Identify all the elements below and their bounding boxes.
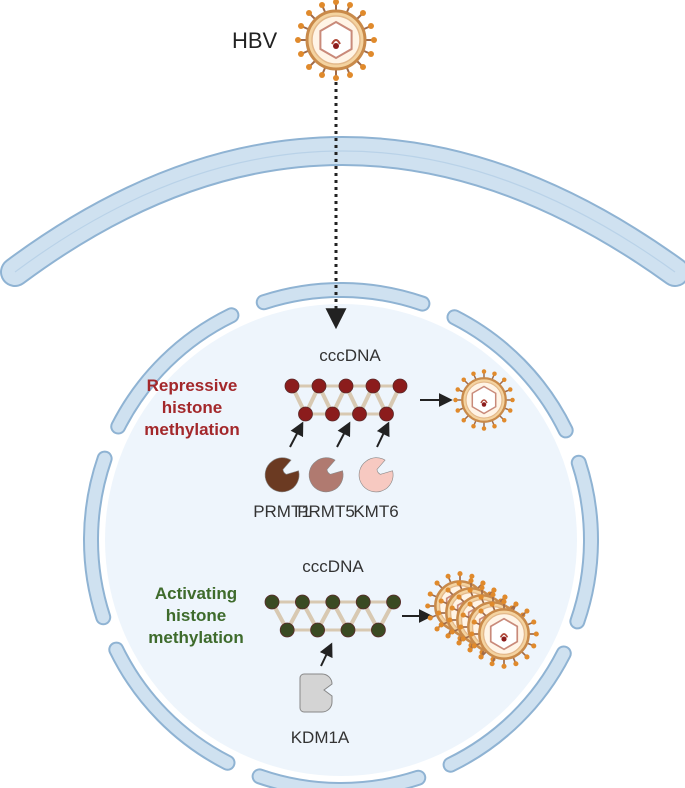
activating-title: Activating histone methylation	[148, 584, 243, 647]
enzyme-arrow	[336, 421, 351, 448]
activating-title-line-2: histone	[166, 606, 226, 625]
enzyme-icon	[299, 673, 333, 713]
cccdna-node	[311, 378, 327, 394]
envelope-segment-fill	[112, 309, 238, 433]
cccdna-node	[379, 406, 394, 422]
cccdna-node	[365, 378, 381, 394]
activating-title-line-1: Activating	[155, 584, 237, 603]
activating-title-line-3: methylation	[148, 628, 243, 647]
cccdna-node	[298, 406, 313, 422]
hbv-virion-icon	[293, 0, 379, 83]
cccdna-node	[352, 406, 367, 422]
repressive-dna-label: cccDNA	[319, 346, 381, 365]
repressive-virion-icon	[452, 368, 516, 432]
cccdna-node	[392, 378, 408, 394]
envelope-segment-fill	[257, 284, 429, 310]
enzyme-arrow	[319, 642, 333, 667]
cccdna-node	[340, 622, 356, 638]
activating-cccdna-chain	[264, 594, 402, 638]
repressive-title: Repressive histone methylation	[144, 376, 239, 439]
activating-enzymes: KDM1A	[291, 642, 350, 747]
envelope-segment-fill	[444, 647, 570, 771]
repressive-cccdna-chain	[284, 378, 408, 422]
hbv-label: HBV	[232, 28, 278, 53]
envelope-segment-fill	[253, 770, 425, 788]
repressive-title-line-1: Repressive	[147, 376, 238, 395]
activating-section: cccDNA Activating histone methylation KD…	[148, 557, 541, 747]
envelope-segment-fill	[448, 311, 572, 437]
envelope-segment-fill	[571, 456, 597, 628]
enzyme-label: PRMT1	[253, 502, 311, 521]
cccdna-node	[325, 594, 341, 610]
cccdna-node	[355, 594, 371, 610]
repressive-title-line-3: methylation	[144, 420, 239, 439]
cccdna-node	[310, 622, 326, 638]
repressive-section: cccDNA Repressive histone methylation PR…	[144, 346, 516, 521]
cccdna-node	[386, 594, 402, 610]
cccdna-node	[284, 378, 300, 394]
cccdna-node	[264, 594, 280, 610]
enzyme-arrow	[289, 421, 304, 448]
virion-icon	[467, 597, 541, 671]
envelope-segment-fill	[110, 643, 234, 769]
cccdna-node	[279, 622, 295, 638]
enzyme-label: KDM1A	[291, 728, 350, 747]
nucleus	[105, 304, 577, 776]
cccdna-node	[294, 594, 310, 610]
nuclear-envelope	[83, 282, 599, 788]
enzyme-label: PRMT5	[297, 502, 355, 521]
enzyme-label: KMT6	[353, 502, 398, 521]
cccdna-node	[338, 378, 354, 394]
envelope-segment-fill	[85, 452, 111, 624]
cccdna-node	[370, 622, 386, 638]
repressive-title-line-2: histone	[162, 398, 222, 417]
enzyme-arrow	[376, 421, 390, 448]
activating-dna-label: cccDNA	[302, 557, 364, 576]
cell-membrane	[0, 136, 685, 287]
cccdna-node	[325, 406, 340, 422]
